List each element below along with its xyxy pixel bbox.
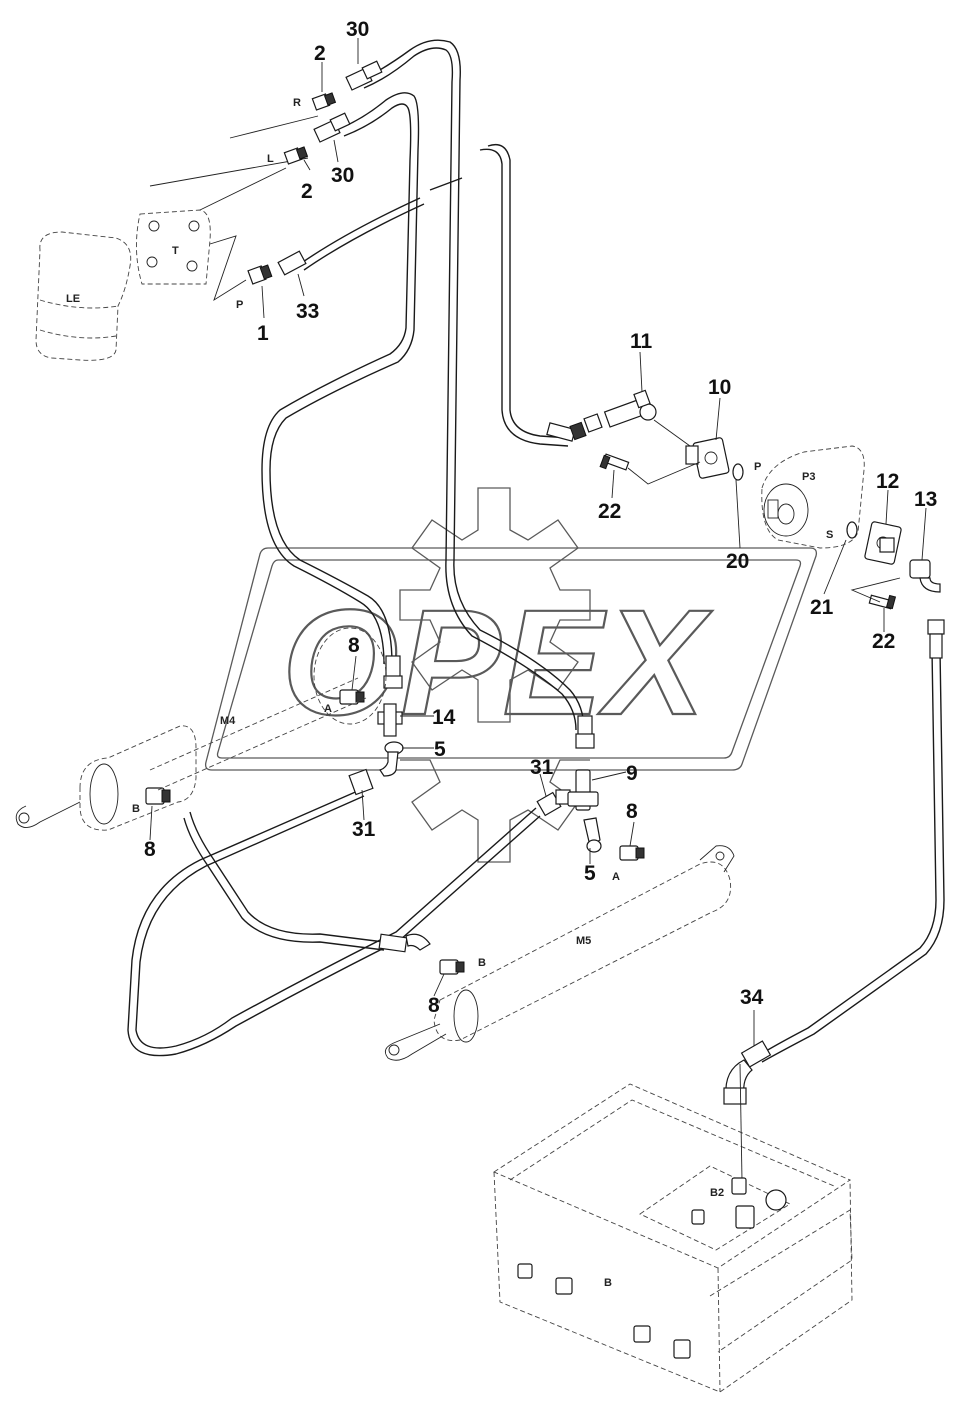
callout-20: 20 — [726, 550, 749, 573]
callout-1: 1 — [257, 322, 269, 345]
elbow-fitting-34 — [723, 1040, 772, 1105]
callout-30-top: 30 — [346, 18, 369, 41]
elbow-5-upper — [379, 741, 404, 777]
hydraulic-tank — [493, 1063, 853, 1393]
callout-30-mid: 30 — [331, 164, 354, 187]
port-label-P: P — [236, 299, 243, 311]
screw-22-left — [599, 453, 630, 471]
port-label-S: S — [826, 529, 833, 541]
callout-21: 21 — [810, 596, 834, 619]
cylinder-M5 — [384, 845, 735, 1061]
port-label-B-tank: B — [604, 1277, 612, 1289]
callout-9: 9 — [626, 762, 638, 785]
adapter-8-A-upper — [339, 689, 365, 705]
port-label-M5: M5 — [576, 935, 591, 947]
callout-8-lower: 8 — [428, 994, 440, 1017]
cylinder-M4 — [15, 627, 387, 831]
port-label-R: R — [293, 97, 301, 109]
hose-end-33 — [277, 250, 307, 276]
tee-fitting-11 — [603, 389, 657, 428]
port-label-L: L — [267, 153, 274, 165]
screw-22-right — [868, 594, 897, 610]
port-label-P3: P3 — [802, 471, 815, 483]
callout-31-right: 31 — [530, 756, 554, 779]
adapter-2-L — [283, 146, 309, 165]
watermark-gear-lower — [400, 759, 590, 863]
callout-31-left: 31 — [352, 818, 376, 841]
leader-lines — [149, 38, 927, 1046]
tank-fittings — [517, 1177, 787, 1359]
callout-22-left: 22 — [598, 500, 621, 523]
hose-end-31-right — [536, 789, 571, 817]
adapter-1-P — [247, 264, 273, 285]
port-label-A-M5: A — [612, 871, 620, 883]
callout-5-lower: 5 — [584, 862, 596, 885]
watermark-frame-inner — [216, 559, 802, 759]
hose-end-right-M4 — [575, 715, 595, 749]
elbow-13 — [909, 559, 941, 593]
port-label-B-M4: B — [132, 803, 140, 815]
port-label-M4: M4 — [220, 715, 236, 727]
hoses-upper — [261, 39, 585, 731]
callout-11: 11 — [630, 330, 653, 353]
watermark-frame-outer — [204, 547, 818, 771]
hose-end-left-M4 — [383, 655, 403, 689]
hose-end-30-mid — [313, 112, 351, 143]
tee-fitting-14 — [377, 703, 403, 737]
o-ring-20 — [732, 463, 744, 481]
hose-end-31-left — [348, 768, 374, 796]
callout-10: 10 — [708, 376, 731, 399]
callout-22-right: 22 — [872, 630, 895, 653]
callout-33: 33 — [296, 300, 319, 323]
hose-end-30-top — [345, 60, 383, 91]
callout-8-right: 8 — [626, 800, 638, 823]
watermark-logo: OPEX — [204, 487, 818, 863]
adapter-8-B-left — [145, 787, 171, 805]
callout-2-top: 2 — [314, 42, 326, 65]
o-ring-21 — [846, 521, 858, 539]
gear-pump-P3 — [761, 445, 865, 549]
port-label-B-M5: B — [478, 957, 486, 969]
flange-12 — [864, 521, 902, 565]
callout-13: 13 — [914, 488, 937, 511]
tee-fitting-9 — [567, 769, 599, 811]
elbow-5-lower — [583, 817, 602, 853]
callout-8-left: 8 — [144, 838, 156, 861]
port-label-LE: LE — [66, 293, 80, 305]
callout-34: 34 — [740, 986, 764, 1009]
port-label-T: T — [172, 245, 179, 257]
callout-8-upper: 8 — [348, 634, 360, 657]
callout-numbers: 30 2 2 30 33 1 11 10 22 20 12 13 21 22 8… — [144, 18, 937, 1017]
watermark-gear — [399, 487, 591, 723]
callout-2-mid: 2 — [301, 180, 313, 203]
watermark-brand-text: OPEX — [282, 578, 713, 746]
port-labels: R L T P LE P P3 S M4 A B A M5 B B2 B — [66, 97, 833, 1289]
adapter-8-A-lower — [619, 845, 645, 861]
steering-unit — [35, 115, 319, 361]
adapter-8-B-lower — [439, 959, 465, 975]
adapter-2-R — [311, 92, 337, 111]
hoses-lower — [127, 649, 945, 1063]
callout-5-upper: 5 — [434, 738, 446, 761]
fittings — [145, 60, 945, 1105]
port-label-P-pump: P — [754, 461, 761, 473]
elbow-hose-end-right — [546, 413, 603, 442]
port-label-A-M4: A — [324, 703, 332, 715]
hose-end-upper-right — [927, 619, 945, 659]
port-label-B2-tank: B2 — [710, 1187, 724, 1199]
callout-14: 14 — [432, 706, 456, 729]
elbow-hose-end-lower — [378, 933, 431, 953]
callout-12: 12 — [876, 470, 899, 493]
flange-10 — [685, 437, 730, 479]
